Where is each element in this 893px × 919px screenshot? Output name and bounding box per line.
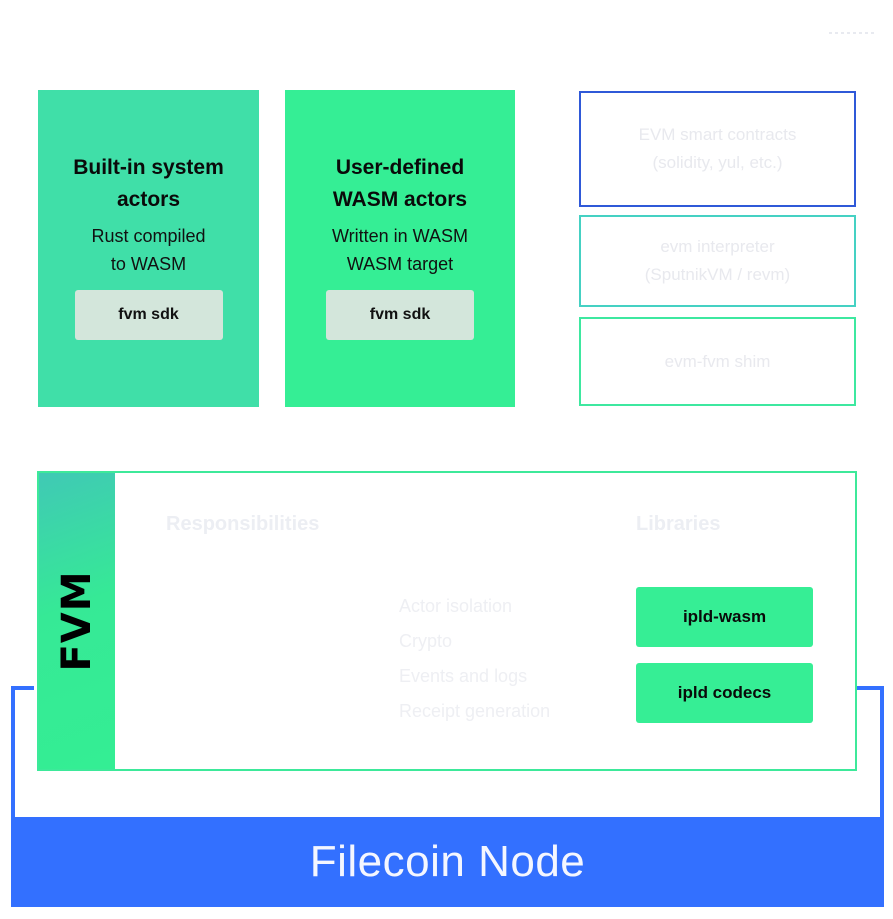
responsibilities-list: Actor isolation Crypto Events and logs R… <box>399 589 550 729</box>
fvm-label: FVM <box>54 570 100 672</box>
card-title-line: actors <box>116 188 181 211</box>
builtin-actors-card: Built-in system actors Rust compiled to … <box>38 90 259 407</box>
top-bracket-evm <box>557 22 877 44</box>
fvm-sdk-badge: fvm sdk <box>326 290 474 340</box>
fvm-sdk-badge: fvm sdk <box>74 290 223 340</box>
evm-box-line: EVM smart contracts <box>638 125 797 144</box>
responsibilities-heading: Responsibilities <box>166 513 320 535</box>
evm-box-line: evm-fvm shim <box>664 351 771 371</box>
fvm-box: FVM Responsibilities Actor isolation Cry… <box>37 471 857 771</box>
responsibility-item: Events and logs <box>399 666 528 686</box>
responsibility-item: Receipt generation <box>399 701 551 721</box>
card-subtitle-line: to WASM <box>110 254 187 274</box>
card-subtitle-line: Written in WASM <box>331 226 469 246</box>
card-title: User-defined WASM actors <box>333 152 467 216</box>
evm-box-line: (SputnikVM / revm) <box>644 265 791 284</box>
card-subtitle-line: WASM target <box>346 254 454 274</box>
bracket-dotted-line <box>829 32 877 34</box>
top-bracket-actors <box>35 22 536 44</box>
libraries-heading: Libraries <box>636 513 721 535</box>
card-subtitle-line: Rust compiled <box>91 226 206 246</box>
evm-interpreter-box: evm interpreter (SputnikVM / revm) <box>579 215 856 307</box>
evm-fvm-shim-box: evm-fvm shim <box>579 317 856 406</box>
filecoin-node-label: Filecoin Node <box>309 837 586 886</box>
responsibility-item: Crypto <box>399 631 453 651</box>
card-subtitle: Rust compiled to WASM <box>91 222 205 278</box>
evm-box-line: evm interpreter <box>660 237 775 256</box>
evm-box-line: (solidity, yul, etc.) <box>652 153 783 172</box>
library-ipld-wasm: ipld-wasm <box>636 587 813 647</box>
card-title-line: Built-in system <box>73 156 224 179</box>
fvm-side-strip: FVM <box>39 473 115 769</box>
user-defined-actors-card: User-defined WASM actors Written in WASM… <box>285 90 515 407</box>
library-ipld-codecs: ipld codecs <box>636 663 813 723</box>
responsibility-item: Actor isolation <box>399 596 513 616</box>
card-title-line: WASM actors <box>332 188 468 211</box>
card-title-line: User-defined <box>335 156 465 179</box>
card-subtitle: Written in WASM WASM target <box>332 222 468 278</box>
filecoin-node-bar: Filecoin Node <box>11 817 884 907</box>
evm-smart-contracts-box: EVM smart contracts (solidity, yul, etc.… <box>579 91 856 207</box>
card-title: Built-in system actors <box>73 152 224 216</box>
